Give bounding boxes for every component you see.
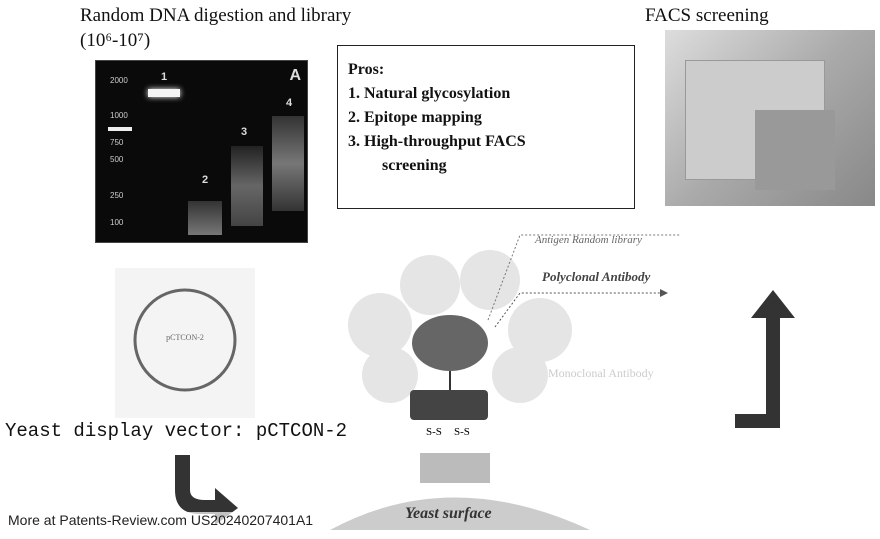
pros-item: screening [348, 154, 624, 178]
aga2-protein [410, 390, 488, 420]
library-title: Random DNA digestion and library [80, 5, 351, 27]
pros-item: 1. Natural glycosylation [348, 82, 624, 106]
plasmid-center-label: pCTCON-2 [166, 333, 204, 342]
lane-1: 1 [161, 71, 167, 83]
antigen-shape [412, 315, 488, 371]
aga1-protein [420, 453, 490, 483]
ladder-1000: 1000 [110, 111, 128, 120]
pros-item: 2. Epitope mapping [348, 106, 624, 130]
ladder-750: 750 [110, 138, 123, 147]
disulfide-2: S-S [454, 426, 470, 438]
ladder-250: 250 [110, 191, 123, 200]
facs-title: FACS screening [645, 5, 769, 27]
lane-4: 4 [286, 97, 292, 109]
lane-2: 2 [202, 174, 208, 186]
gel-panel-label: A [289, 67, 301, 85]
library-range: (10⁶-10⁷) [80, 30, 150, 52]
vector-caption: Yeast display vector: pCTCON-2 [5, 420, 347, 442]
polyclonal-antibody-label: Polyclonal Antibody [542, 269, 650, 284]
facs-machine-photo [665, 30, 875, 206]
pros-item: 3. High-throughput FACS [348, 130, 624, 154]
monoclonal-antibody-label: Monoclonal Antibody [548, 366, 654, 380]
footer-source: More at Patents-Review.com US20240207401… [8, 512, 313, 528]
ladder-2000: 2000 [110, 76, 128, 85]
ladder-500: 500 [110, 155, 123, 164]
plasmid-map: pCTCON-2 [115, 268, 255, 418]
ladder-100: 100 [110, 218, 123, 227]
disulfide-1: S-S [426, 426, 442, 438]
pros-heading: Pros: [348, 58, 624, 82]
upward-arrow-icon [725, 288, 805, 433]
gel-image: A 2000 1000 750 500 250 100 1 2 3 4 [95, 60, 308, 243]
pros-box: Pros: 1. Natural glycosylation 2. Epitop… [337, 45, 635, 209]
yeast-surface-label: Yeast surface [405, 505, 492, 522]
lane-3: 3 [241, 126, 247, 138]
antigen-library-label: Antigen Random library [534, 234, 642, 246]
yeast-display-diagram: S-S S-S Yeast surface Antigen Random lib… [330, 225, 700, 530]
